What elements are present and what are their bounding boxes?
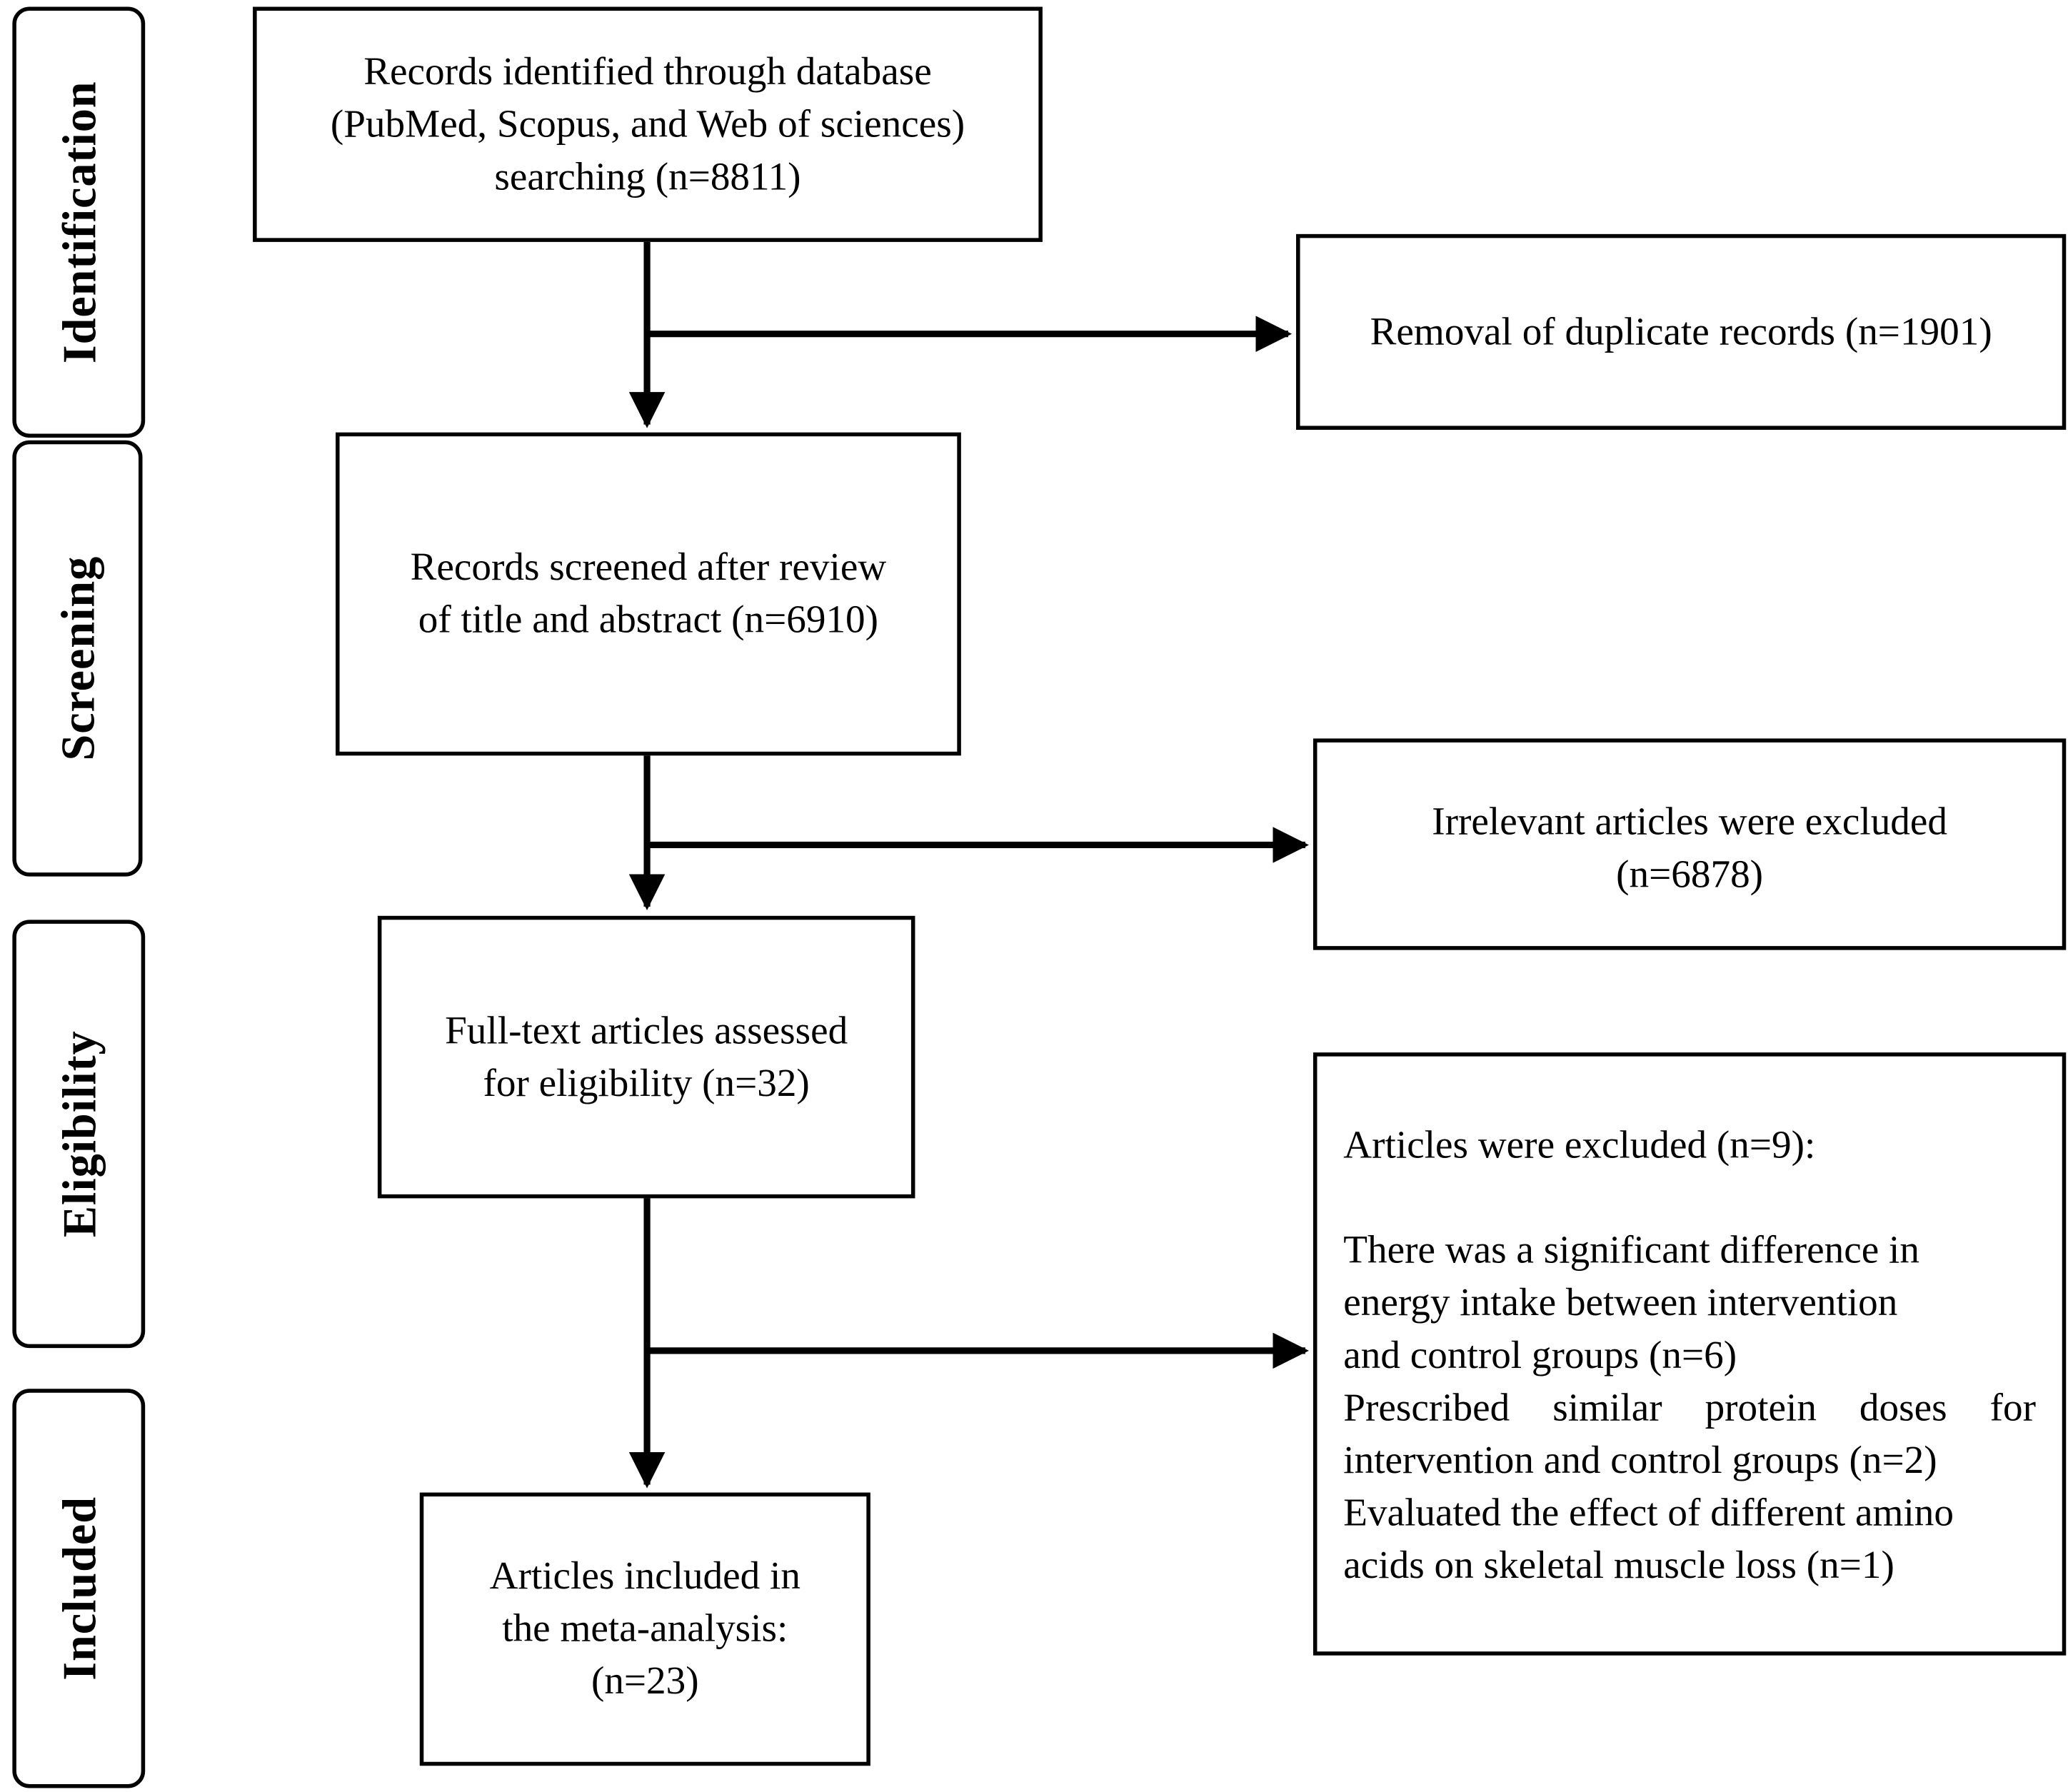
box-articles-included: Articles included in the meta-analysis: …: [419, 1492, 870, 1766]
fulltext-line: Full-text articles assessed: [445, 1009, 848, 1053]
phase-screening: Screening: [12, 440, 143, 877]
identified-line: searching (n=8811): [494, 154, 801, 198]
phase-screening-label: Screening: [51, 555, 104, 761]
excluded-reason-line: acids on skeletal muscle loss (n=1): [1343, 1544, 1894, 1588]
irrelevant-line: Irrelevant articles were excluded: [1432, 800, 1948, 844]
box-records-identified: Records identified through database (Pub…: [253, 6, 1043, 242]
identified-line: (PubMed, Scopus, and Web of sciences): [330, 101, 965, 146]
phase-identification: Identification: [12, 6, 146, 438]
phase-identification-label: Identification: [52, 81, 106, 364]
phase-included-label: Included: [52, 1496, 106, 1681]
box-duplicates-removed: Removal of duplicate records (n=1901): [1296, 233, 2067, 430]
screened-line: of title and abstract (n=6910): [418, 598, 879, 642]
excluded-reason-line: Prescribed similar protein doses for: [1343, 1386, 2036, 1430]
fulltext-line: for eligibility (n=32): [483, 1062, 810, 1105]
box-fulltext-assessed: Full-text articles assessed for eligibil…: [377, 915, 915, 1199]
box-irrelevant-excluded: Irrelevant articles were excluded (n=687…: [1312, 738, 2067, 950]
included-line: Articles included in: [489, 1554, 800, 1598]
excluded-header: Articles were excluded (n=9):: [1343, 1123, 1816, 1167]
excluded-reason-line: Evaluated the effect of different amino: [1343, 1491, 1954, 1535]
excluded-reason-line: energy intake between intervention: [1343, 1281, 1898, 1325]
included-line: the meta-analysis:: [502, 1606, 788, 1651]
phase-eligibility: Eligibility: [12, 920, 146, 1349]
prisma-flow-diagram: Identification Screening Eligibility Inc…: [7, 3, 2067, 1792]
included-line: (n=23): [591, 1659, 699, 1703]
excluded-spacer: [1343, 1172, 2036, 1225]
screened-line: Records screened after review: [410, 545, 887, 589]
phase-included: Included: [12, 1389, 146, 1788]
phase-eligibility-label: Eligibility: [52, 1030, 106, 1238]
box-records-screened: Records screened after review of title a…: [336, 432, 961, 756]
excluded-reason-line: intervention and control groups (n=2): [1343, 1439, 1937, 1482]
box-articles-excluded: Articles were excluded (n=9): There was …: [1312, 1052, 2067, 1656]
irrelevant-line: (n=6878): [1616, 852, 1764, 897]
excluded-reason-line: and control groups (n=6): [1343, 1333, 1737, 1377]
excluded-reason-line: There was a significant difference in: [1343, 1228, 1919, 1272]
identified-line: Records identified through database: [363, 49, 932, 94]
duplicates-line: Removal of duplicate records (n=1901): [1370, 309, 1992, 353]
